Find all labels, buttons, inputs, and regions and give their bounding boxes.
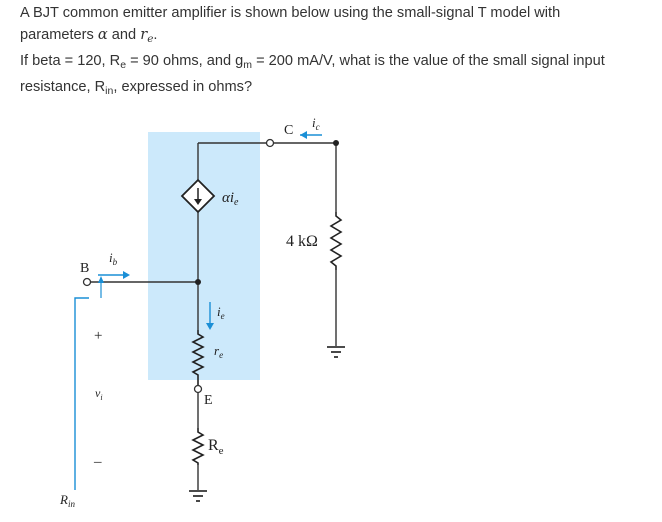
label-minus: –: [93, 454, 102, 470]
re-resistor: [191, 330, 205, 385]
question-line-4: resistance, Rin, expressed in ohms?: [20, 79, 253, 97]
question-line-1: A BJT common emitter amplifier is shown …: [20, 5, 561, 21]
label-ie: ie: [217, 304, 225, 321]
vi-arrow-icon: [98, 276, 104, 298]
question-line-3: If beta = 120, Re = 90 ohms, and gm = 20…: [20, 53, 605, 71]
terminal-c: [265, 138, 275, 148]
ic-arrow-icon: [300, 131, 322, 139]
label-node-c: C: [284, 123, 293, 138]
Re-resistor: [191, 428, 205, 465]
label-vi: vi: [95, 386, 103, 402]
rin-bracket: [74, 297, 89, 490]
ib-arrow-icon: [98, 271, 130, 279]
dependent-current-source: [180, 178, 216, 214]
terminal-b: [82, 277, 92, 287]
label-node-e: E: [204, 393, 213, 408]
base-junction-dot: [195, 279, 201, 285]
label-ib: ib: [109, 250, 118, 267]
label-ic: ic: [312, 115, 320, 132]
ground-icon: [189, 490, 207, 502]
ie-arrow-icon: [206, 302, 214, 330]
collector-resistor: [329, 212, 343, 270]
circuit-wires: [91, 142, 337, 490]
label-rin: Rin: [59, 492, 75, 509]
question-line-2: parameters α and re.: [20, 26, 158, 45]
terminal-e: [193, 384, 203, 394]
collector-junction-dot: [333, 140, 339, 146]
ground-icon: [327, 346, 345, 358]
label-Re: Re: [208, 437, 224, 457]
label-re-small: re: [214, 343, 223, 360]
label-node-b: B: [80, 261, 89, 276]
question-text: A BJT common emitter amplifier is shown …: [20, 2, 656, 102]
label-plus: +: [94, 328, 102, 344]
label-source-alpha-ie: αie: [222, 190, 239, 208]
t-model-highlight: [148, 132, 260, 380]
label-collector-resistor: 4 kΩ: [286, 233, 318, 250]
